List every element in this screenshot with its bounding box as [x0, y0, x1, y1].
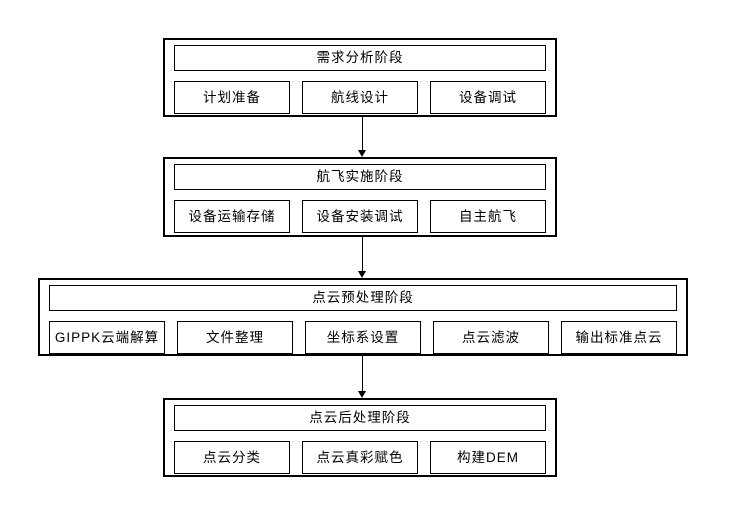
- step-box: GIPPK云端解算: [49, 321, 165, 354]
- stage-steps-row: 计划准备 航线设计 设备调试: [174, 81, 546, 114]
- stage-pointcloud-preprocessing: 点云预处理阶段 GIPPK云端解算 文件整理 坐标系设置 点云滤波 输出标准点云: [38, 278, 688, 356]
- stage-steps-row: 设备运输存储 设备安装调试 自主航飞: [174, 200, 546, 233]
- flow-arrow-down-icon: [358, 237, 367, 278]
- arrow-stem: [361, 356, 363, 392]
- stage-title: 航飞实施阶段: [174, 164, 546, 190]
- arrow-head: [358, 150, 366, 157]
- stage-title: 需求分析阶段: [174, 45, 546, 71]
- stage-steps-row: 点云分类 点云真彩赋色 构建DEM: [174, 441, 546, 474]
- stage-flight-implementation: 航飞实施阶段 设备运输存储 设备安装调试 自主航飞: [163, 157, 557, 237]
- arrow-head: [358, 271, 366, 278]
- stage-pointcloud-postprocessing: 点云后处理阶段 点云分类 点云真彩赋色 构建DEM: [163, 398, 557, 477]
- stage-requirements-analysis: 需求分析阶段 计划准备 航线设计 设备调试: [163, 38, 557, 117]
- step-box: 点云真彩赋色: [302, 441, 418, 474]
- stage-steps-row: GIPPK云端解算 文件整理 坐标系设置 点云滤波 输出标准点云: [49, 321, 677, 354]
- flow-arrow-down-icon: [358, 356, 367, 398]
- step-box: 点云分类: [174, 441, 290, 474]
- stage-title: 点云后处理阶段: [174, 405, 546, 431]
- step-box: 构建DEM: [430, 441, 546, 474]
- step-box: 设备调试: [430, 81, 546, 114]
- arrow-head: [358, 391, 366, 398]
- arrow-stem: [361, 117, 363, 151]
- flow-arrow-down-icon: [358, 117, 367, 157]
- step-box: 设备安装调试: [302, 200, 418, 233]
- step-box: 坐标系设置: [305, 321, 421, 354]
- step-box: 文件整理: [177, 321, 293, 354]
- step-box: 计划准备: [174, 81, 290, 114]
- arrow-stem: [361, 237, 363, 272]
- stage-title: 点云预处理阶段: [49, 285, 677, 311]
- step-box: 点云滤波: [433, 321, 549, 354]
- step-box: 航线设计: [302, 81, 418, 114]
- step-box: 自主航飞: [430, 200, 546, 233]
- step-box: 输出标准点云: [561, 321, 677, 354]
- step-box: 设备运输存储: [174, 200, 290, 233]
